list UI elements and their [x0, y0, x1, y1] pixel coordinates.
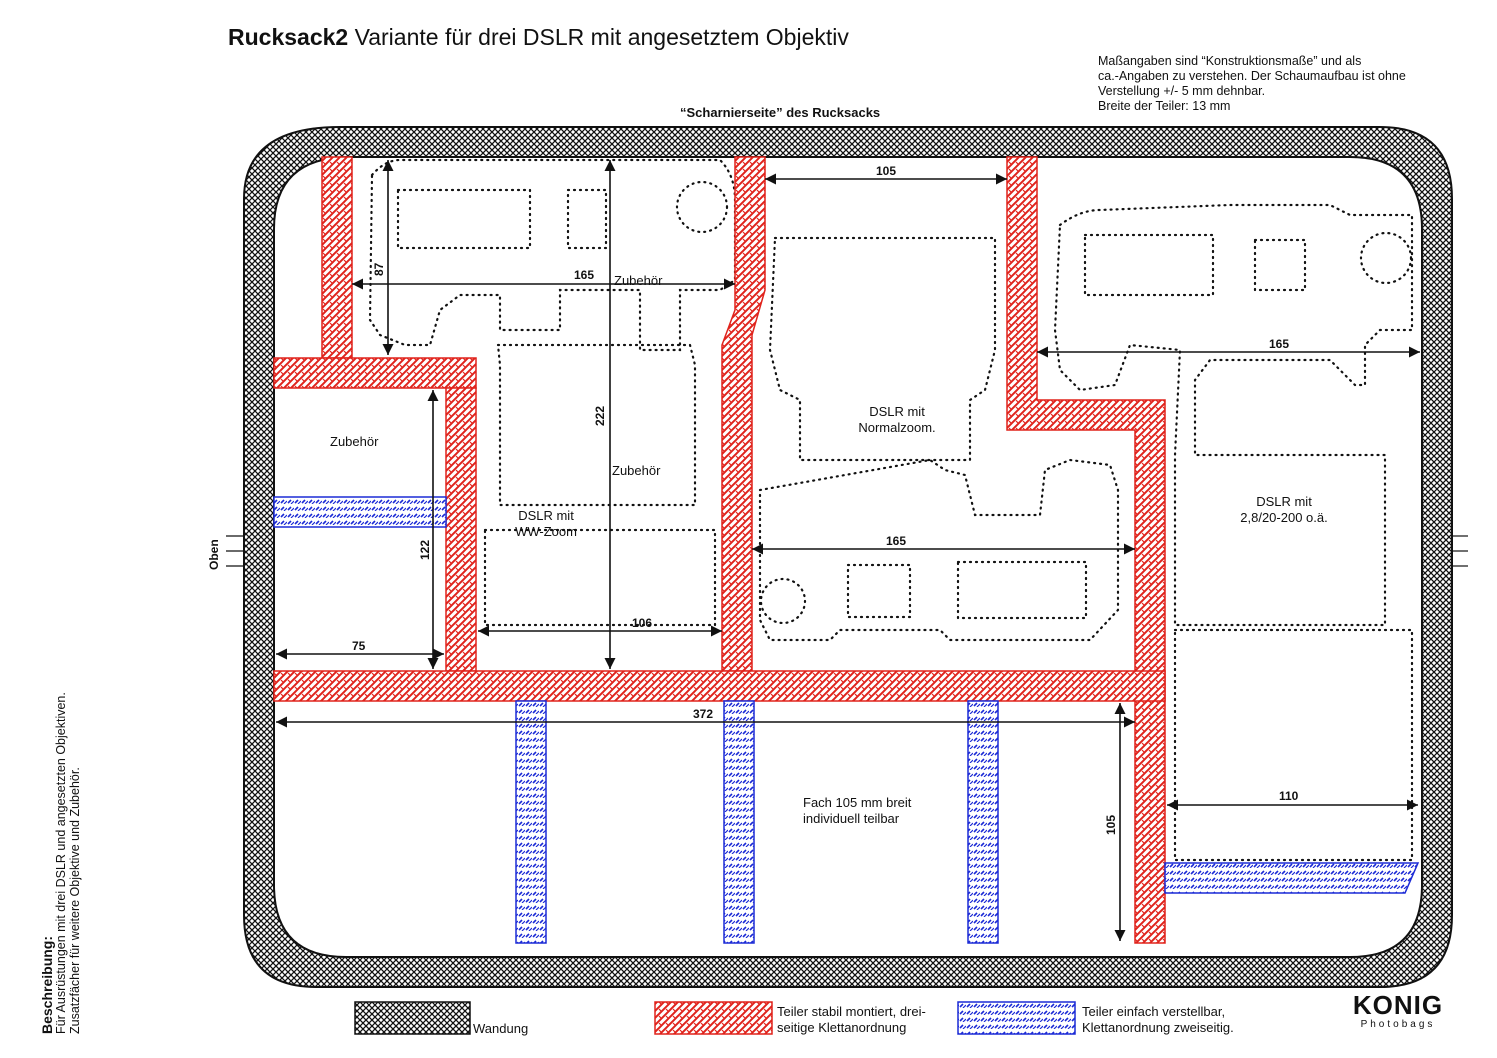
note-line-1: Maßangaben sind “Konstruktionsmaße” und … [1098, 54, 1362, 68]
note-line-2: ca.-Angaben zu verstehen. Der Schaumaufb… [1098, 69, 1406, 83]
label-dslr-tele-1: DSLR mit [1256, 494, 1312, 509]
dim-105-bottom: 105 [1104, 814, 1118, 835]
label-dslr-ww: DSLR mit WW-Zoom [496, 508, 596, 540]
movable-left-shelf [273, 496, 447, 528]
page-title: Rucksack2 Variante für drei DSLR mit ang… [228, 24, 849, 51]
label-dslr-normal-2: Normalzoom. [858, 420, 936, 435]
label-dslr-normal-1: DSLR mit [869, 404, 925, 419]
legend-movable-label: Teiler einfach verstellbar, Klettanordnu… [1082, 1004, 1234, 1036]
label-fach-1: Fach 105 mm breit [803, 795, 912, 810]
movable-dividers [273, 496, 1420, 944]
dim-165-top: 165 [574, 268, 595, 282]
label-accessory-mid: Zubehör [612, 463, 661, 478]
dim-87: 87 [372, 262, 386, 276]
label-dslr-ww-2: WW-Zoom [515, 524, 577, 539]
legend-movable-swatch [957, 1001, 1076, 1035]
side-label-oben: Oben [207, 539, 221, 570]
description-line-2: Zusatzfächer für weitere Objektive und Z… [68, 767, 82, 1034]
divider-horizontal-main [273, 670, 1166, 702]
dim-75: 75 [352, 639, 366, 653]
label-dslr-ww-1: DSLR mit [518, 508, 574, 523]
brand-logo: KONIG Photobags [1348, 990, 1448, 1030]
hinge-side-label: “Scharnierseite” des Rucksacks [680, 105, 881, 120]
divider-left-shelf [273, 357, 477, 389]
brand-logo-sub: Photobags [1360, 1019, 1436, 1030]
label-dslr-normal: DSLR mit Normalzoom. [847, 404, 947, 436]
movable-bottom-1 [515, 700, 547, 944]
dim-110: 110 [1279, 789, 1299, 803]
brand-logo-name: KONIG [1352, 990, 1444, 1020]
dim-372: 372 [693, 707, 714, 721]
movable-bottom-2 [723, 700, 755, 944]
legend-movable-line-1: Teiler einfach verstellbar, [1082, 1004, 1226, 1019]
note-line-4: Breite der Teiler: 13 mm [1098, 99, 1231, 113]
fixed-dividers [273, 156, 1166, 944]
divider-top-left [321, 156, 353, 359]
legend-fixed-swatch [654, 1001, 773, 1035]
movable-bottom-3 [967, 700, 999, 944]
dim-222: 222 [593, 405, 607, 426]
side-marks [226, 535, 1468, 567]
divider-right-upper [1006, 156, 1166, 944]
bag-wall [243, 126, 1453, 988]
dim-122: 122 [418, 539, 432, 560]
divider-left-vertical [445, 387, 477, 672]
legend-wall-swatch [354, 1001, 471, 1035]
label-accessory-left: Zubehör [330, 434, 379, 449]
legend-wall-label: Wandung [473, 1021, 529, 1036]
legend-fixed-label: Teiler stabil montiert, drei- seitige Kl… [777, 1004, 926, 1036]
label-fach: Fach 105 mm breit individuell teilbar [803, 795, 911, 827]
title-rest: Variante für drei DSLR mit angesetztem O… [348, 24, 849, 50]
dim-165-right: 165 [1269, 337, 1290, 351]
legend-fixed-line-2: seitige Klettanordnung [777, 1020, 907, 1035]
description: Beschreibung: Für Ausrüstungen mit drei … [39, 692, 82, 1034]
legend-fixed-line-1: Teiler stabil montiert, drei- [777, 1004, 926, 1019]
note-line-3: Verstellung +/- 5 mm dehnbar. [1098, 84, 1266, 98]
legend-movable-line-2: Klettanordnung zweiseitig. [1082, 1020, 1234, 1035]
divider-center [721, 156, 766, 672]
label-dslr-tele: DSLR mit 2,8/20-200 o.ä. [1224, 494, 1344, 526]
dimension-note: Maßangaben sind “Konstruktionsmaße” und … [1098, 54, 1488, 114]
dim-106: 106 [632, 616, 653, 630]
label-fach-2: individuell teilbar [803, 811, 900, 826]
movable-right-shelf [1164, 862, 1420, 894]
description-line-1: Für Ausrüstungen mit drei DSLR und anges… [54, 692, 68, 1034]
dimension-lines [276, 160, 1420, 941]
title-bold: Rucksack2 [228, 24, 349, 50]
dim-105-top: 105 [876, 164, 897, 178]
label-dslr-tele-2: 2,8/20-200 o.ä. [1240, 510, 1328, 525]
description-heading: Beschreibung: [39, 935, 55, 1034]
label-accessory-top: Zubehör [614, 273, 663, 288]
dim-165-mid: 165 [886, 534, 907, 548]
